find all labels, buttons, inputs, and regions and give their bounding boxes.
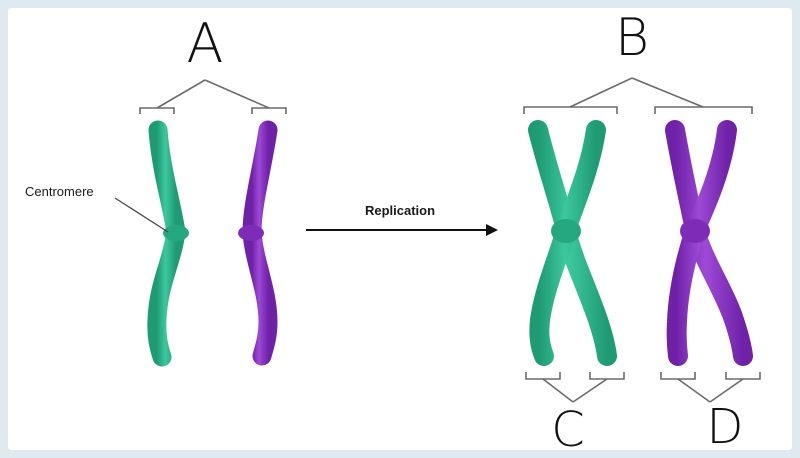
label-c: C bbox=[551, 402, 585, 458]
bracket-d bbox=[660, 372, 761, 403]
bracket-a bbox=[139, 79, 287, 114]
replication-label: Replication bbox=[365, 203, 435, 218]
chromosome-green-unreplicated bbox=[147, 120, 189, 367]
label-b: B bbox=[615, 8, 649, 68]
centromere-label: Centromere bbox=[25, 184, 94, 199]
bracket-b bbox=[523, 77, 753, 114]
label-d: D bbox=[707, 399, 744, 455]
replication-arrow bbox=[306, 224, 498, 236]
chromosome-purple-replicated bbox=[665, 120, 753, 366]
chromosome-purple-unreplicated bbox=[238, 120, 278, 366]
chromosome-green-replicated bbox=[528, 120, 617, 366]
bracket-c bbox=[525, 372, 625, 403]
label-a: A bbox=[187, 12, 224, 75]
centromere-pointer bbox=[114, 197, 169, 233]
